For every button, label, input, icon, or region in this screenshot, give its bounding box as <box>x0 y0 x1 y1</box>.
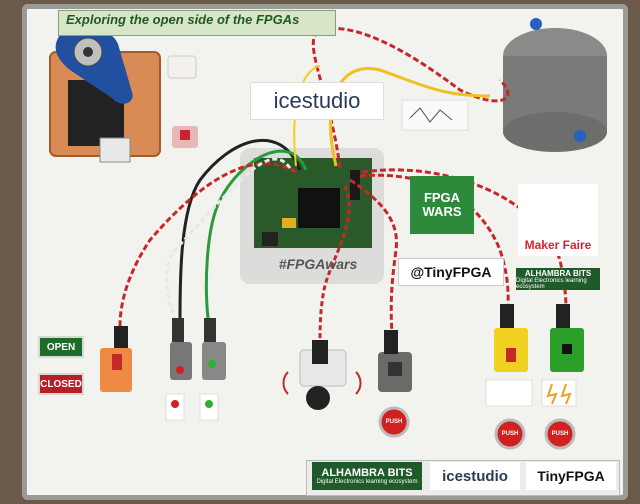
icestudio-logo-text: icestudio <box>273 88 361 113</box>
sound-waves-icon <box>282 371 362 395</box>
lock-icon <box>172 126 198 148</box>
push-label-1: PUSH <box>385 419 403 425</box>
alhambra-small-sub: Digital Electronics learning ecosystem <box>516 277 587 290</box>
alhambra-small-card: ALHAMBRA BITS Digital Electronics learni… <box>516 268 600 290</box>
closed-label: CLOSED <box>38 373 84 395</box>
maker-faire-logo: Maker Faire <box>518 184 598 256</box>
lightning-icon <box>541 379 577 407</box>
bottom-alhambra-sub: Digital Electronics learning ecosystem <box>316 479 418 485</box>
bottom-alhambra-title: ALHAMBRA BITS <box>321 467 413 479</box>
title-strip <box>58 10 336 36</box>
maker-faire-text: Maker Faire <box>524 238 592 252</box>
bottom-tinyfpga-text: TinyFPGA <box>537 468 605 484</box>
board-title: Exploring the open side of the FPGAs <box>66 12 300 27</box>
fpgawars-hashtag: #FPGAwars <box>278 256 358 272</box>
tinyfpga-handle-card: @TinyFPGA <box>398 258 504 286</box>
bottom-tinyfpga-card: TinyFPGA <box>526 462 616 490</box>
red-led-module <box>170 342 192 380</box>
open-label: OPEN <box>38 336 84 358</box>
push-label-3: PUSH <box>551 431 569 437</box>
alhambra-small-title: ALHAMBRA BITS <box>524 268 592 278</box>
bottom-icestudio-card: icestudio <box>430 462 520 490</box>
fpgawars-line2: WARS <box>422 204 462 219</box>
push-label-2: PUSH <box>501 431 519 437</box>
fpgawars-logo: FPGA WARS <box>410 176 474 234</box>
icestudio-logo: icestudio <box>250 82 384 120</box>
fpgawars-line1: FPGA <box>423 190 461 205</box>
bottom-icestudio-text: icestudio <box>442 467 508 485</box>
bottom-alhambra-card: ALHAMBRA BITS Digital Electronics learni… <box>312 462 422 490</box>
tinyfpga-handle: @TinyFPGA <box>410 264 492 280</box>
push-button-icon <box>378 406 410 438</box>
